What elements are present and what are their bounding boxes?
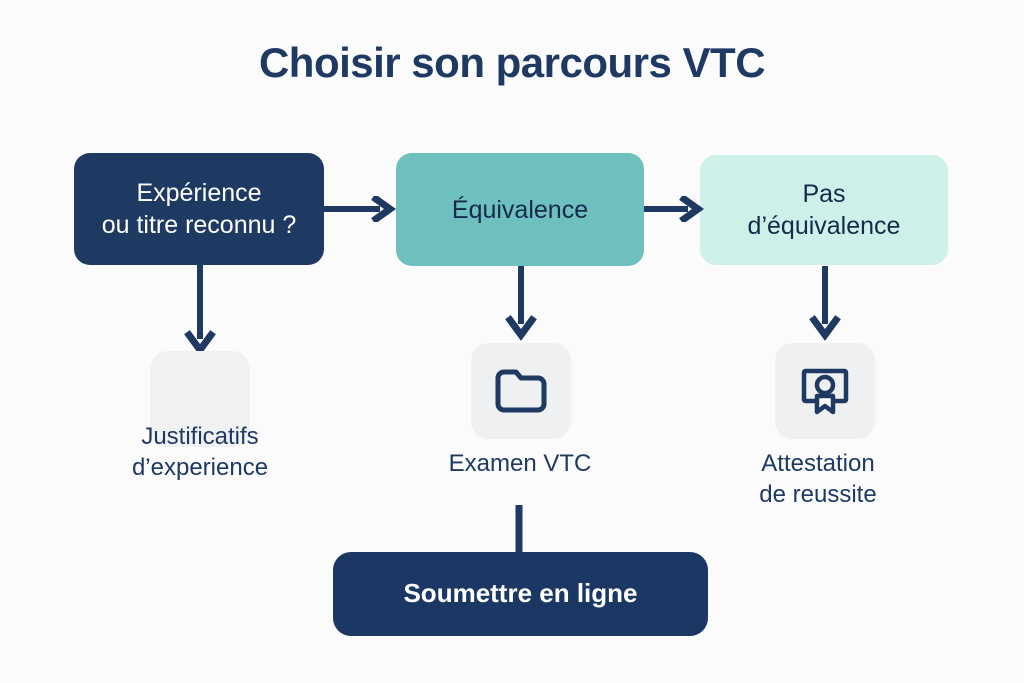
certificate-icon bbox=[775, 343, 875, 439]
caption-examen: Examen VTC bbox=[380, 448, 660, 479]
folder-icon bbox=[471, 343, 571, 439]
caption-attestation-line2: de reussite bbox=[759, 481, 877, 509]
connector-line-examen-to-soumettre bbox=[509, 505, 529, 557]
caption-justificatifs: Justificatifs d’experience bbox=[60, 421, 340, 483]
flow-box-experience[interactable]: Expérience ou titre reconnu ? bbox=[74, 153, 324, 265]
caption-justificatifs-line2: d’experience bbox=[131, 454, 269, 482]
flow-box-equivalence-line1: Équivalence bbox=[451, 195, 589, 224]
flow-box-experience-line2: ou titre reconnu ? bbox=[101, 211, 297, 239]
arrow-right-icon-experience-to-equivalence bbox=[324, 196, 398, 222]
submit-online-button-label: Soumettre en ligne bbox=[403, 578, 638, 609]
flow-box-equivalence[interactable]: Équivalence bbox=[396, 153, 644, 266]
caption-attestation-line1: Attestation bbox=[761, 450, 875, 477]
arrow-down-icon-pas-equivalence-to-attestation bbox=[809, 266, 841, 344]
arrow-down-icon-experience-to-justificatifs bbox=[184, 265, 216, 360]
submit-online-button[interactable]: Soumettre en ligne bbox=[333, 552, 708, 636]
caption-examen-line1: Examen VTC bbox=[448, 450, 592, 477]
flow-box-pas-equivalence-line1: Pas bbox=[802, 180, 846, 208]
flow-box-pas-equivalence[interactable]: Pas d’équivalence bbox=[700, 155, 948, 265]
caption-justificatifs-line1: Justificatifs bbox=[141, 423, 259, 450]
caption-attestation: Attestation de reussite bbox=[678, 448, 958, 510]
page-title: Choisir son parcours VTC bbox=[258, 39, 766, 86]
flow-box-experience-line1: Expérience bbox=[136, 179, 262, 207]
arrow-right-icon-equivalence-to-pas-equivalence bbox=[644, 196, 704, 222]
arrow-down-icon-equivalence-to-examen bbox=[505, 266, 537, 344]
blank-tile-icon bbox=[150, 351, 250, 447]
flow-box-pas-equivalence-line2: d’équivalence bbox=[747, 212, 901, 240]
